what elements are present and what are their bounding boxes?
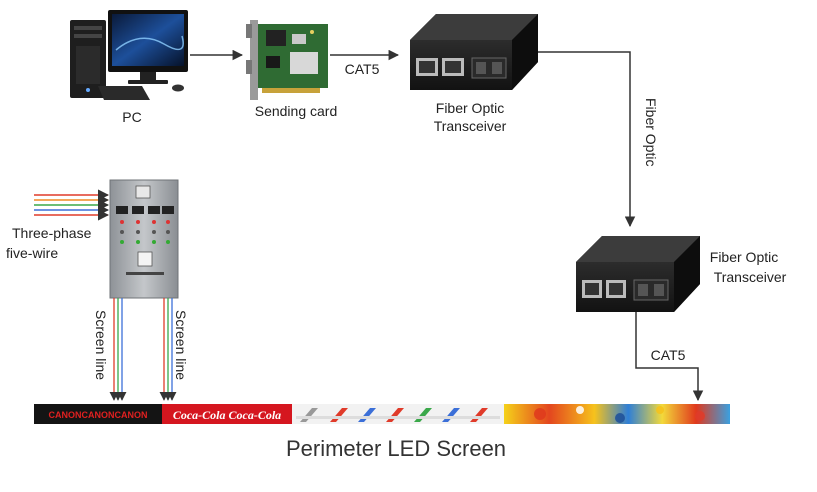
led-canon-text: CANONCANONCANON <box>49 410 148 420</box>
cat5-bottom-label: CAT5 <box>651 347 686 363</box>
power-label-line2: five-wire <box>6 245 58 261</box>
perimeter-led-screen: CANONCANONCANON Coca-Cola Coca-Cola <box>34 404 730 424</box>
arrow-fiber-optic <box>538 51 636 228</box>
screen-line-wires-left <box>109 298 127 401</box>
arrow-cat5-to-screen <box>635 312 704 402</box>
screen-line-wires-right <box>159 298 177 401</box>
led-segment-canon <box>34 404 162 424</box>
screen-line-right-label: Screen line <box>173 310 189 380</box>
power-label-line1: Three-phase <box>12 225 92 241</box>
sending-card-label: Sending card <box>255 103 338 119</box>
pc-label: PC <box>122 109 141 125</box>
three-phase-input-wires <box>34 189 110 221</box>
transceiver-top-label-line1: Fiber Optic <box>436 100 504 116</box>
transceiver-bottom-label-line1: Fiber Optic <box>710 249 778 265</box>
cat5-top-label: CAT5 <box>345 61 380 77</box>
led-colorful-splashes <box>534 406 705 423</box>
sending-card-icon <box>246 20 328 100</box>
transceiver-bottom-label-line2: Transceiver <box>714 269 787 285</box>
led-stripes-pattern <box>296 408 500 422</box>
power-distribution-cabinet-icon <box>109 179 179 299</box>
transceiver-top-label-line2: Transceiver <box>434 118 507 134</box>
led-segment-coke <box>162 404 292 424</box>
screen-title: Perimeter LED Screen <box>286 436 506 461</box>
fiber-transceiver-bottom-icon <box>576 236 700 312</box>
screen-line-left-label: Screen line <box>93 310 109 380</box>
fiber-transceiver-top-icon <box>410 14 538 90</box>
led-coke-text: Coca-Cola Coca-Cola <box>173 408 281 422</box>
fiber-optic-label: Fiber Optic <box>643 98 659 166</box>
pc-icon <box>70 10 188 100</box>
